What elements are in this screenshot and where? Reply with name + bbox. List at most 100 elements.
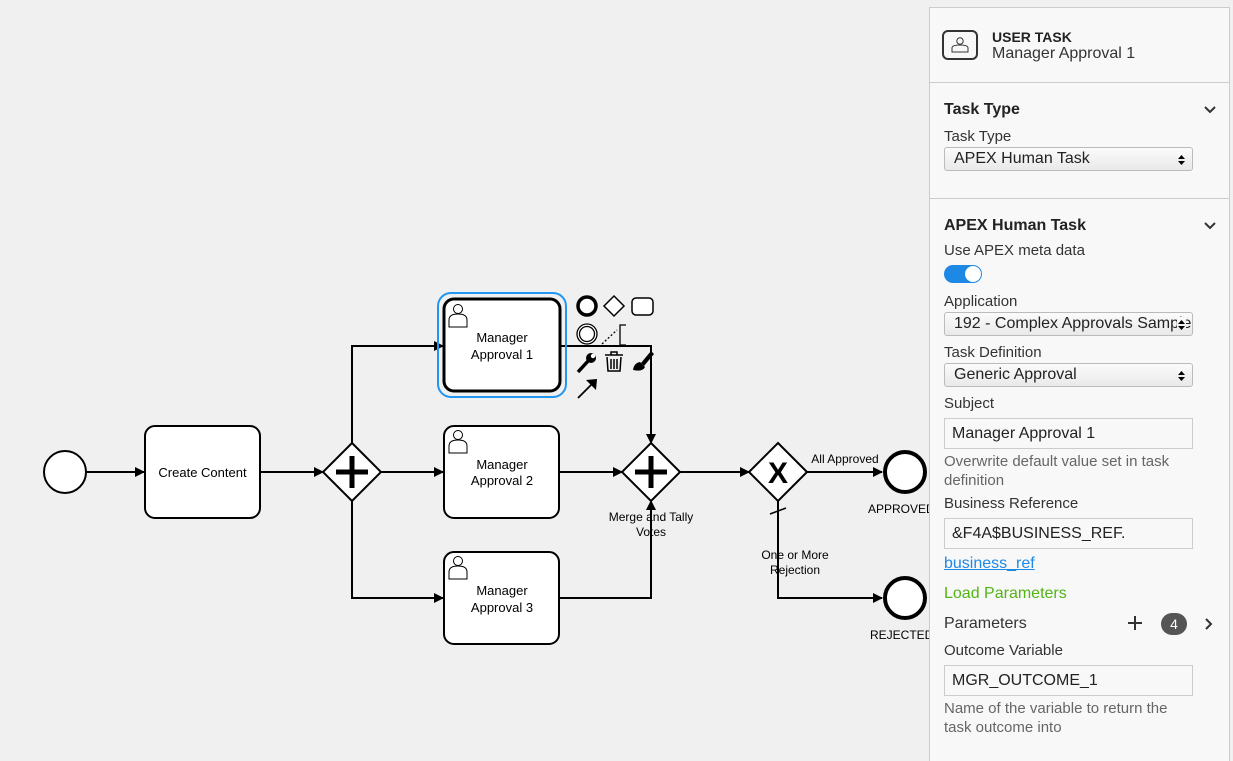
context-pad bbox=[575, 294, 654, 401]
task-definition-value: Generic Approval bbox=[954, 366, 1077, 383]
task-create-content[interactable]: Create Content bbox=[144, 425, 261, 519]
annotation-icon bbox=[619, 324, 626, 346]
user-icon bbox=[448, 304, 468, 328]
task-type-value: APEX Human Task bbox=[954, 150, 1090, 167]
default-flow-marker bbox=[769, 507, 787, 515]
start-event[interactable] bbox=[43, 450, 87, 494]
select-arrows-icon bbox=[1177, 317, 1186, 331]
subject-label: Subject bbox=[944, 395, 995, 412]
user-task-manager-approval-2[interactable]: Manager Approval 2 bbox=[443, 425, 560, 519]
application-label: Application bbox=[944, 293, 1018, 310]
flow-label-rejection-line1: One or More bbox=[761, 548, 829, 562]
task1-label-line1: Manager bbox=[476, 330, 528, 345]
user-task-manager-approval-3[interactable]: Manager Approval 3 bbox=[443, 551, 560, 645]
delete-button[interactable] bbox=[602, 349, 626, 373]
append-intermediate-event-button[interactable] bbox=[575, 322, 599, 346]
load-parameters-button[interactable]: Load Parameters bbox=[944, 585, 1067, 602]
user-icon bbox=[448, 430, 468, 454]
flow-decision-to-rejected[interactable] bbox=[777, 501, 883, 603]
use-meta-label: Use APEX meta data bbox=[944, 242, 1085, 259]
outcome-variable-input[interactable]: MGR_OUTCOME_1 bbox=[944, 665, 1193, 696]
plus-icon bbox=[635, 456, 667, 488]
task-create-content-label: Create Content bbox=[158, 465, 247, 480]
group-task-type-title[interactable]: Task Type bbox=[944, 101, 1020, 118]
user-icon bbox=[448, 556, 468, 580]
application-select[interactable]: 192 - Complex Approvals Sample bbox=[944, 312, 1193, 336]
chevron-right-icon[interactable] bbox=[1204, 617, 1214, 631]
select-arrows-icon bbox=[1177, 368, 1186, 382]
bpmn-canvas[interactable]: Create Content Manager Approval 1 Manage… bbox=[0, 0, 930, 761]
parameters-count-badge: 4 bbox=[1161, 613, 1187, 635]
task2-label-line2: Approval 2 bbox=[471, 473, 533, 488]
x-icon: X bbox=[768, 457, 788, 490]
flow-task1-to-merge[interactable] bbox=[560, 345, 656, 444]
end-event-approved[interactable] bbox=[883, 450, 927, 494]
group-apex-title[interactable]: APEX Human Task bbox=[944, 217, 1086, 234]
flow-split-to-task3[interactable] bbox=[351, 500, 444, 603]
arrow-icon bbox=[577, 379, 597, 399]
plus-icon bbox=[336, 456, 368, 488]
outcome-variable-description: Name of the variable to return the task … bbox=[944, 700, 1168, 736]
flow-label-all-approved: All Approved bbox=[811, 452, 878, 466]
task3-label-line2: Approval 3 bbox=[471, 600, 533, 615]
outcome-variable-label: Outcome Variable bbox=[944, 642, 1063, 659]
change-type-button[interactable] bbox=[575, 349, 599, 374]
toggle-knob bbox=[965, 266, 981, 282]
end-rejected-label: REJECTED bbox=[870, 628, 930, 642]
group-task-type: Task Type Task Type APEX Human Task bbox=[930, 83, 1229, 199]
set-color-button[interactable] bbox=[629, 349, 654, 373]
flow-task3-to-merge[interactable] bbox=[560, 500, 656, 599]
append-text-annotation-button[interactable] bbox=[600, 322, 628, 346]
parameters-row[interactable]: Parameters 4 bbox=[944, 609, 1215, 639]
group-apex-human-task: APEX Human Task Use APEX meta data Appli… bbox=[930, 199, 1229, 759]
selection-outline bbox=[437, 292, 567, 398]
merge-label-line1: Merge and Tally bbox=[609, 510, 694, 524]
user-task-manager-approval-1[interactable]: Manager Approval 1 bbox=[442, 297, 562, 393]
paintbrush-icon bbox=[633, 351, 654, 371]
append-end-event-button[interactable] bbox=[575, 294, 599, 318]
task-type-select[interactable]: APEX Human Task bbox=[944, 147, 1193, 171]
task-icon bbox=[631, 297, 654, 316]
select-arrows-icon bbox=[1177, 152, 1186, 166]
connect-button[interactable] bbox=[575, 377, 599, 401]
parameters-label: Parameters bbox=[944, 615, 1027, 632]
task-definition-label: Task Definition bbox=[944, 344, 1042, 361]
end-event-rejected[interactable] bbox=[883, 576, 927, 620]
append-gateway-button[interactable] bbox=[602, 294, 626, 318]
chevron-down-icon[interactable] bbox=[1203, 103, 1217, 117]
append-task-button[interactable] bbox=[629, 294, 654, 318]
element-name: Manager Approval 1 bbox=[992, 45, 1136, 62]
task2-label-line1: Manager bbox=[476, 457, 528, 472]
use-meta-toggle[interactable] bbox=[944, 265, 982, 283]
flow-label-rejection-line2: Rejection bbox=[770, 563, 820, 577]
chevron-down-icon[interactable] bbox=[1203, 219, 1217, 233]
task3-label-line1: Manager bbox=[476, 583, 528, 598]
gateway-parallel-split[interactable] bbox=[321, 441, 383, 503]
panel-header: USER TASK Manager Approval 1 bbox=[930, 8, 1229, 83]
sequence-flows bbox=[87, 341, 883, 603]
association-icon bbox=[601, 329, 618, 345]
wrench-icon bbox=[576, 353, 596, 374]
subject-input[interactable]: Manager Approval 1 bbox=[944, 418, 1193, 449]
user-task-icon bbox=[942, 30, 978, 60]
gateway-exclusive-decision[interactable]: X bbox=[747, 441, 809, 503]
end-event-icon bbox=[576, 295, 598, 317]
bpmn-diagram[interactable]: Create Content Manager Approval 1 Manage… bbox=[0, 0, 930, 761]
properties-panel: USER TASK Manager Approval 1 Task Type T… bbox=[929, 7, 1230, 761]
flow-split-to-task1[interactable] bbox=[351, 341, 444, 444]
add-parameter-icon[interactable] bbox=[1127, 615, 1143, 631]
task-type-label: Task Type bbox=[944, 128, 1012, 145]
business-ref-input[interactable]: &F4A$BUSINESS_REF. bbox=[944, 518, 1193, 549]
end-approved-label: APPROVED bbox=[868, 502, 930, 516]
business-ref-link[interactable]: business_ref bbox=[944, 555, 1035, 572]
task1-label-line2: Approval 1 bbox=[471, 347, 533, 362]
element-type: USER TASK bbox=[992, 29, 1072, 45]
application-value: 192 - Complex Approvals Sample bbox=[954, 315, 1192, 332]
task-definition-select[interactable]: Generic Approval bbox=[944, 363, 1193, 387]
business-ref-label: Business Reference bbox=[944, 495, 1079, 512]
subject-description: Overwrite default value set in task defi… bbox=[944, 453, 1170, 489]
gateway-parallel-merge[interactable] bbox=[620, 441, 682, 503]
trash-icon bbox=[605, 351, 623, 372]
merge-label-line2: Votes bbox=[636, 525, 666, 539]
gateway-icon bbox=[602, 294, 626, 318]
